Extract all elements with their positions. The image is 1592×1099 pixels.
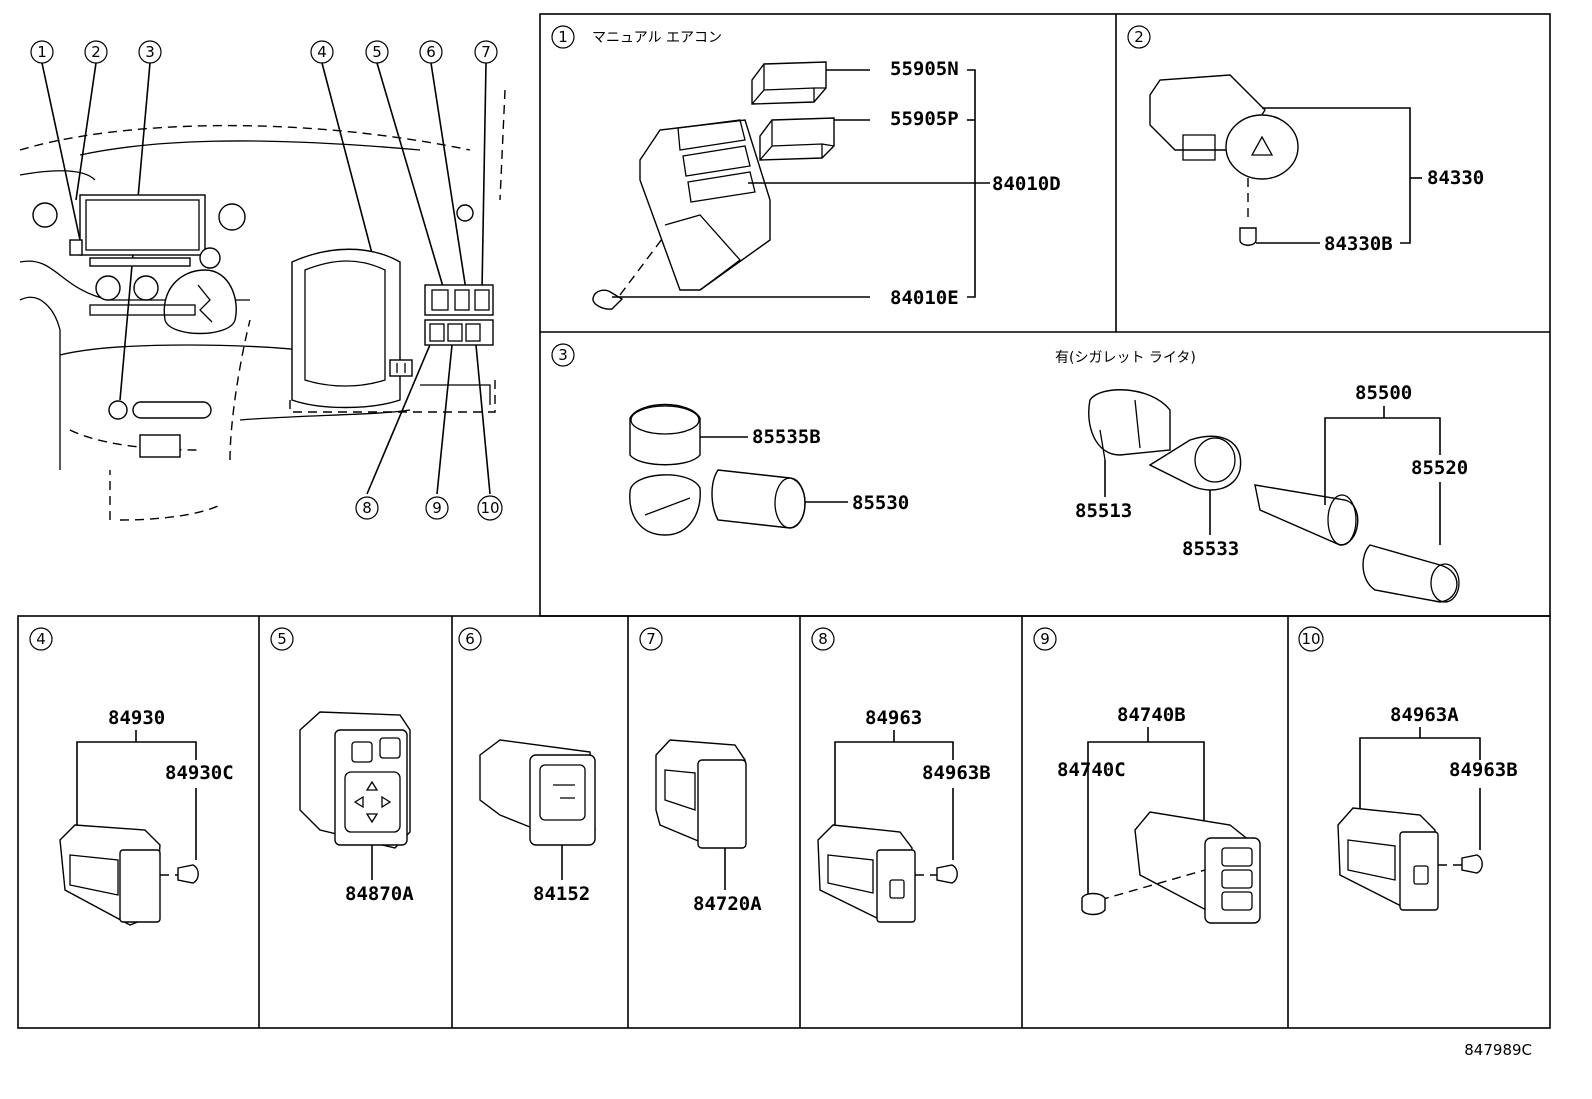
- panel-10-switch-84963A: 10 84963A 84963B: [1298, 626, 1518, 911]
- label-overview-callouts-5: 6: [426, 43, 436, 61]
- label-panels-p1-parts-1: 55905P: [890, 108, 959, 130]
- callout-4: 4: [310, 40, 334, 64]
- label-panels-p3-parts-2: 85500: [1355, 382, 1412, 404]
- label-overview-callouts-1: 2: [91, 43, 101, 61]
- label-panels-p4-num: 4: [36, 630, 46, 648]
- label-panels-p6-parts-0: 84152: [533, 883, 590, 905]
- label-panels-p10-parts-1: 84963B: [1449, 759, 1518, 781]
- label-panels-p8-parts-1: 84963B: [922, 762, 991, 784]
- label-panels-p3-parts-3: 85520: [1411, 457, 1468, 479]
- callout-5: 5: [365, 40, 389, 64]
- label-overview-callouts-4: 5: [372, 43, 382, 61]
- diagram-code: 847989C: [1464, 1041, 1532, 1059]
- label-panels-p3-parts-4: 85513: [1075, 500, 1132, 522]
- panel-9-switch-84740B: 9 84740B 84740C: [1033, 627, 1261, 924]
- label-panels-p2-parts-0: 84330: [1427, 167, 1484, 189]
- callout-10: 10: [477, 495, 503, 521]
- panel-6-switch-84152: 6 84152: [458, 627, 596, 905]
- label-panels-p5-parts-0: 84870A: [345, 883, 414, 905]
- callout-6: 6: [419, 40, 443, 64]
- panel-borders: [17, 13, 1551, 1029]
- label-panels-p10-num: 10: [1301, 630, 1320, 648]
- label-panels-p1-parts-3: 84010E: [890, 287, 959, 309]
- label-panels-p2-num: 2: [1134, 28, 1144, 46]
- label-panels-p4-parts-0: 84930: [108, 707, 165, 729]
- label-overview-callouts-8: 9: [432, 499, 442, 517]
- label-overview-callouts-9: 10: [480, 499, 499, 517]
- panel-2-hazard-switch: 2 84330 84330B: [1127, 25, 1484, 255]
- label-overview-callouts-7: 8: [362, 499, 372, 517]
- panel-3-power-outlet: 3 有(シガレット ライタ) 85535B 85530 85500 85520 …: [551, 343, 1468, 603]
- label-panels-p3-note: 有(シガレット ライタ): [1055, 350, 1196, 366]
- label-overview-callouts-2: 3: [145, 43, 155, 61]
- label-panels-p8-parts-0: 84963: [865, 707, 922, 729]
- label-panels-p10-parts-0: 84963A: [1390, 704, 1459, 726]
- label-panels-p1-parts-2: 84010D: [992, 173, 1061, 195]
- panel-5-mirror-switch: 5 84870A: [270, 627, 414, 905]
- panel-7-switch-84720A: 7 84720A: [639, 627, 762, 915]
- label-panels-p5-num: 5: [277, 630, 287, 648]
- label-panels-p7-num: 7: [646, 630, 656, 648]
- label-overview-callouts-0: 1: [37, 43, 47, 61]
- label-panels-p3-parts-5: 85533: [1182, 538, 1239, 560]
- callout-3: 3: [138, 40, 162, 64]
- label-panels-p4-parts-1: 84930C: [165, 762, 234, 784]
- label-panels-p9-num: 9: [1040, 630, 1050, 648]
- label-panels-p8-num: 8: [818, 630, 828, 648]
- dashboard-overview: 1 2 3 4 5 6 7 8 9 10: [19, 40, 506, 521]
- label-panels-p3-num: 3: [558, 346, 568, 364]
- callout-7: 7: [474, 40, 498, 64]
- callout-8: 8: [355, 496, 379, 520]
- label-panels-p9-parts-1: 84740C: [1057, 759, 1126, 781]
- label-panels-p7-parts-0: 84720A: [693, 893, 762, 915]
- callout-2: 2: [84, 40, 108, 64]
- label-panels-p3-parts-0: 85535B: [752, 426, 821, 448]
- label-panels-p2-parts-1: 84330B: [1324, 233, 1393, 255]
- label-overview-callouts-3: 4: [317, 43, 327, 61]
- label-panels-p1-title: マニュアル エアコン: [592, 30, 722, 46]
- label-overview-callouts-6: 7: [481, 43, 491, 61]
- label-panels-p1-parts-0: 55905N: [890, 58, 959, 80]
- panel-1-manual-aircon: 1 マニュアル エアコン 55905N 55905P 84010D 84010E: [551, 25, 1061, 310]
- callout-1: 1: [30, 40, 54, 64]
- panel-4-switch-84930: 4 84930 84930C: [29, 627, 234, 926]
- label-panels-p1-num: 1: [558, 28, 568, 46]
- label-panels-p6-num: 6: [465, 630, 475, 648]
- callout-9: 9: [425, 496, 449, 520]
- label-panels-p9-parts-0: 84740B: [1117, 704, 1186, 726]
- panel-8-switch-84963: 8 84963 84963B: [811, 627, 991, 923]
- label-panels-p3-parts-1: 85530: [852, 492, 909, 514]
